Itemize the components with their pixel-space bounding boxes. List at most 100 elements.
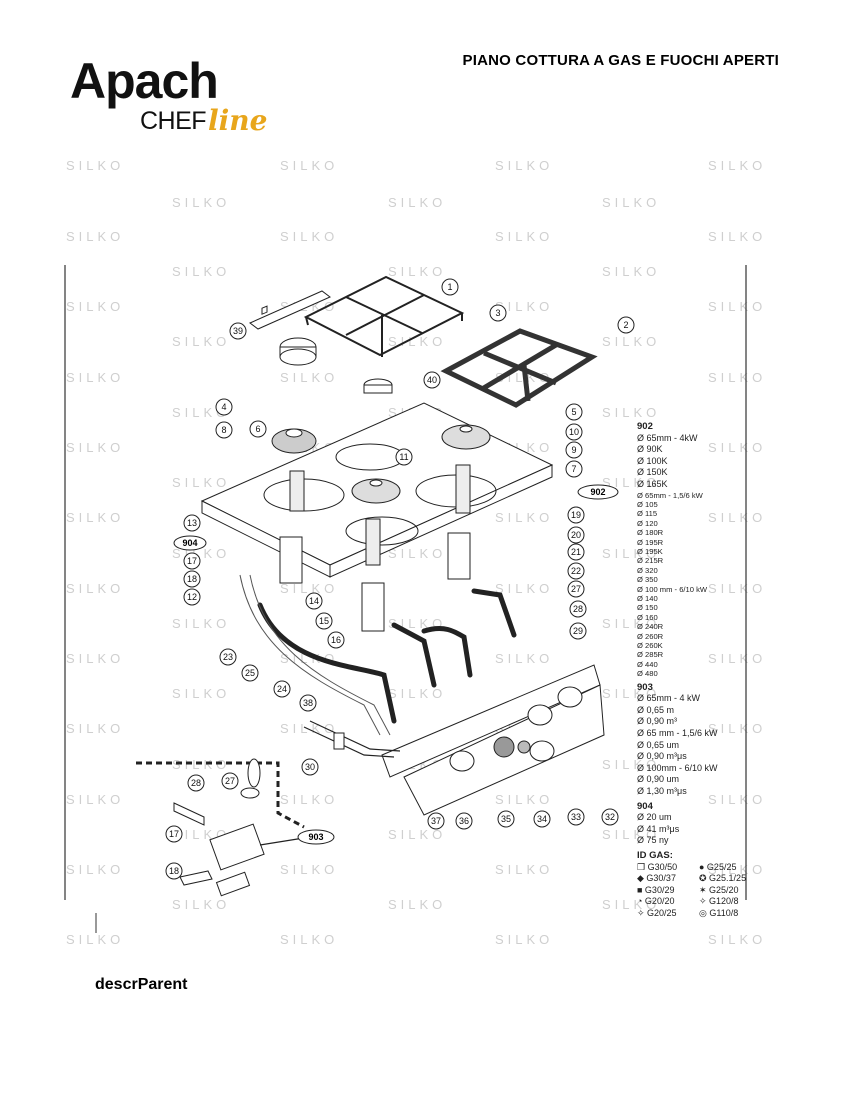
code-label-904: 904 (173, 535, 207, 551)
callout-28: 28 (187, 774, 205, 792)
legend-902-item: Ø 320 (637, 565, 658, 575)
callout-label: 30 (305, 762, 315, 772)
callout-17: 17 (165, 825, 183, 843)
part-burner-cap-4 (279, 337, 317, 366)
callout-22: 22 (567, 562, 585, 580)
callout-15: 15 (315, 612, 333, 630)
callout-label: 27 (571, 584, 581, 594)
legend-idgas-item: ✧ G120/8 (699, 896, 739, 907)
callout-label: 28 (191, 778, 201, 788)
callout-23: 23 (219, 648, 237, 666)
callout-5: 5 (565, 403, 583, 421)
legend-903-item: Ø 0,90 um (637, 774, 680, 785)
callout-label: 14 (309, 596, 319, 606)
svg-text:903: 903 (308, 832, 323, 842)
callout-label: 11 (399, 452, 408, 462)
callout-label: 21 (571, 547, 581, 557)
watermark: SILKO (708, 158, 767, 173)
callout-17: 17 (183, 552, 201, 570)
legend-902-item: Ø 100 mm - 6/10 kW (637, 584, 708, 594)
watermark: SILKO (280, 158, 339, 173)
logo-chef: CHEF (140, 107, 207, 135)
callout-label: 5 (571, 407, 576, 417)
callout-label: 9 (571, 445, 576, 455)
callout-35: 35 (497, 810, 515, 828)
diagram-drawing: 1234567891011121314151617181920212223242… (64, 265, 747, 933)
svg-text:904: 904 (182, 538, 197, 548)
part-burner-cap-3 (363, 378, 393, 394)
callout-27: 27 (567, 580, 585, 598)
part-burner-crown-center (351, 478, 401, 504)
callout-label: 25 (245, 668, 255, 678)
logo-brand: Apach (70, 53, 219, 109)
callout-label: 24 (277, 684, 287, 694)
callout-label: 34 (537, 814, 547, 824)
callout-9: 9 (565, 441, 583, 459)
callout-label: 17 (169, 829, 179, 839)
part-gas-pipes-outline (239, 574, 391, 736)
callout-34: 34 (533, 810, 551, 828)
code-label-903: 903 (297, 829, 335, 845)
apach-chef-line-logo: Apach CHEF line (70, 52, 280, 137)
callout-label: 23 (223, 652, 233, 662)
part-gas-rail-30 (303, 720, 401, 758)
callout-16: 16 (327, 631, 345, 649)
legend-902-item: Ø 180R (637, 528, 664, 538)
legend-904-item: Ø 75 ny (637, 835, 669, 846)
part-supports (279, 532, 471, 632)
legend-904-item: Ø 20 um (637, 812, 672, 823)
callout-label: 10 (569, 427, 579, 437)
legend-903-item: Ø 65mm - 4 kW (637, 693, 701, 704)
callout-40: 40 (423, 371, 441, 389)
legend-904-item: Ø 41 m³μs (637, 823, 680, 834)
legend-903-item: Ø 0,65 um (637, 739, 680, 750)
legend-902-item: Ø 350 (637, 575, 658, 585)
legend-903-item: Ø 0,65 m (637, 704, 675, 715)
part-burner-crown-6 (271, 428, 317, 454)
callout-label: 15 (319, 616, 329, 626)
callout-label: 8 (221, 425, 226, 435)
callout-28: 28 (569, 600, 587, 618)
callout-11: 11 (395, 448, 413, 466)
callout-14: 14 (305, 592, 323, 610)
part-burner-bodies (289, 464, 471, 566)
callout-label: 33 (571, 812, 581, 822)
callout-label: 1 (447, 282, 452, 292)
callout-label: 39 (233, 326, 243, 336)
callout-27: 27 (221, 772, 239, 790)
callout-label: 2 (623, 320, 628, 330)
callout-10: 10 (565, 423, 583, 441)
callout-33: 33 (567, 808, 585, 826)
callout-label: 4 (221, 402, 226, 412)
callout-29: 29 (569, 622, 587, 640)
legend-902-item: Ø 65mm - 1,5/6 kW (637, 490, 703, 500)
callout-18: 18 (165, 862, 183, 880)
callout-21: 21 (567, 543, 585, 561)
legend-902-item: Ø 240R (637, 622, 664, 632)
legend-903-title: 903 (637, 681, 653, 693)
callout-32: 32 (601, 808, 619, 826)
callout-label: 3 (495, 308, 500, 318)
legend-902-item: Ø 105 (637, 499, 658, 509)
part-grate-2 (440, 328, 598, 408)
watermark: SILKO (495, 158, 554, 173)
legend-902-item: Ø 165K (637, 478, 668, 489)
part-gas-pipes (257, 588, 517, 724)
legend-903-item: Ø 0,90 m³ (637, 716, 678, 727)
callout-label: 32 (605, 812, 615, 822)
callout-18: 18 (183, 570, 201, 588)
callout-label: 18 (169, 866, 179, 876)
legend-idgas-item: ◎ G110/8 (699, 907, 739, 918)
legend-902-item: Ø 285R (637, 650, 664, 660)
watermark: SILKO (388, 195, 447, 210)
legend-904-title: 904 (637, 800, 653, 812)
callout-label: 7 (571, 464, 576, 474)
legend-902-item: Ø 195K (637, 547, 663, 556)
callout-label: 37 (431, 816, 441, 826)
callout-label: 29 (573, 626, 583, 636)
legend-902-item: Ø 260R (637, 631, 664, 641)
callout-3: 3 (489, 304, 507, 322)
callout-38: 38 (299, 694, 317, 712)
